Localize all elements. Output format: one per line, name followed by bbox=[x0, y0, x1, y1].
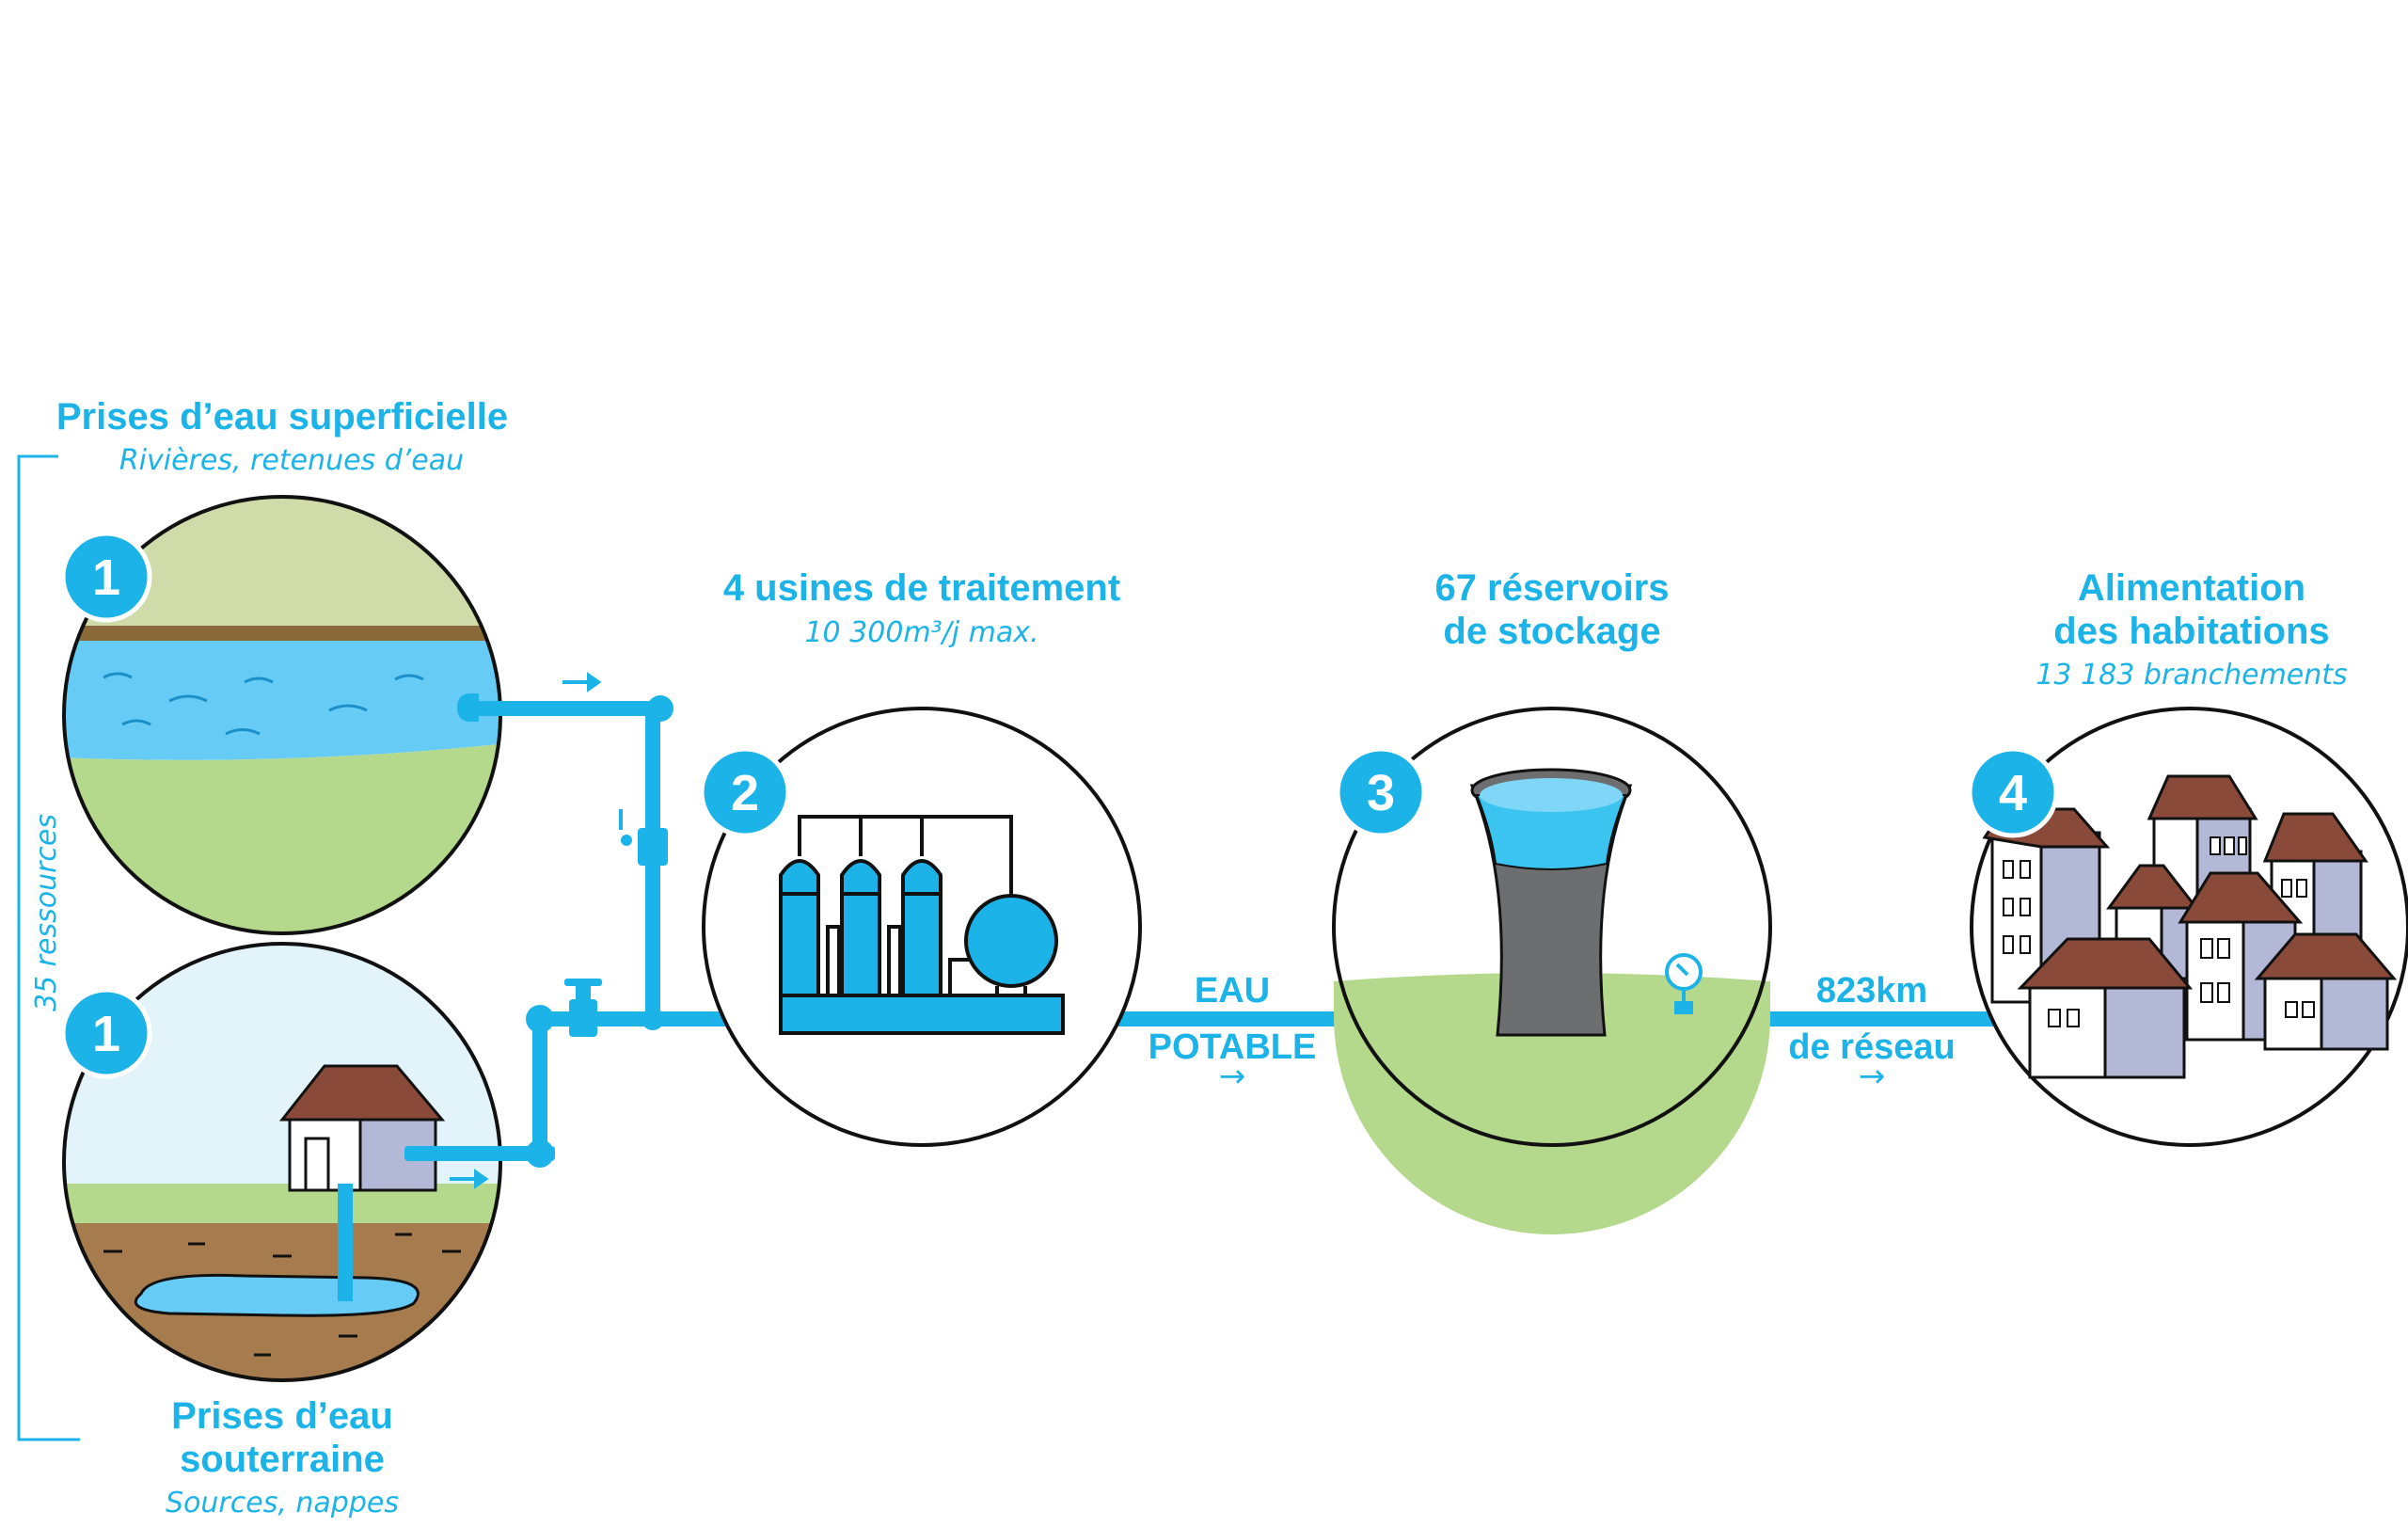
resources-count: 35 ressources bbox=[30, 813, 63, 1012]
network-label-line2: de réseau bbox=[1788, 1027, 1956, 1067]
plants-title: 4 usines de traitement bbox=[722, 567, 1121, 609]
reservoirs-title-line2: de stockage bbox=[1443, 611, 1661, 652]
network-label-line1: 823km bbox=[1815, 971, 1928, 1011]
badge-reservoirs: 3 bbox=[1367, 765, 1395, 821]
treatment-circle bbox=[702, 707, 1142, 1147]
water-label-line2: POTABLE bbox=[1148, 1027, 1317, 1067]
badge-plants: 2 bbox=[731, 765, 759, 821]
flow-arrows bbox=[450, 672, 602, 1189]
reservoirs-title-line1: 67 réservoirs bbox=[1434, 567, 1670, 609]
water-arrow: → bbox=[1218, 1058, 1246, 1095]
resources-bracket bbox=[17, 454, 80, 1441]
badge-surface: 1 bbox=[92, 549, 120, 606]
homes-subtitle: 13 183 branchements bbox=[2036, 659, 2348, 692]
homes-title-line2: des habitations bbox=[2053, 611, 2330, 652]
badge-homes: 4 bbox=[1999, 765, 2027, 821]
ground-title-line1: Prises d’eau bbox=[171, 1395, 393, 1437]
homes-circle bbox=[1970, 707, 2408, 1147]
water-label-line1: EAU bbox=[1194, 971, 1271, 1011]
plants-subtitle: 10 300m³/j max. bbox=[804, 616, 1039, 649]
pipe-network bbox=[404, 693, 2022, 1168]
ground-title-line2: souterraine bbox=[180, 1439, 385, 1480]
homes-title-line1: Alimentation bbox=[2077, 567, 2306, 609]
reservoir-circle bbox=[1332, 707, 1772, 1234]
step-badges: 1 1 2 3 4 bbox=[60, 531, 2059, 1079]
surface-subtitle: Rivières, retenues d’eau bbox=[119, 444, 465, 477]
badge-ground: 1 bbox=[92, 1006, 120, 1062]
ground-subtitle: Sources, nappes bbox=[166, 1487, 399, 1520]
surface-title: Prises d’eau superficielle bbox=[55, 396, 509, 438]
network-arrow: → bbox=[1858, 1058, 1886, 1095]
